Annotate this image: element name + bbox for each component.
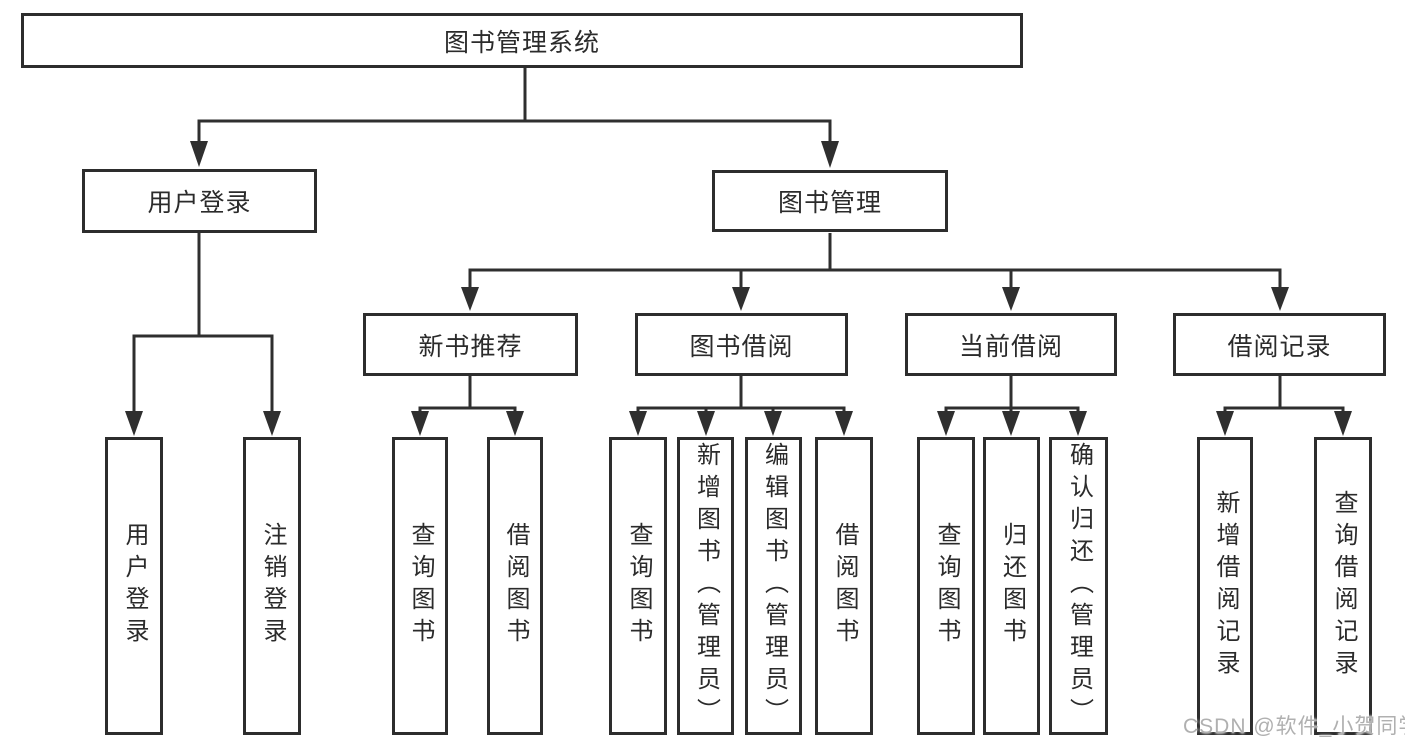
leaf-query-books-recommend: 查询图书 (392, 437, 448, 735)
leaf-user-login: 用户登录 (105, 437, 163, 735)
leaf-add-borrow-record: 新增借阅记录 (1197, 437, 1253, 735)
node-book-borrow: 图书借阅 (635, 313, 848, 376)
leaf-query-borrow-record: 查询借阅记录 (1314, 437, 1372, 735)
node-new-book-recommend: 新书推荐 (363, 313, 578, 376)
leaf-return-book: 归还图书 (983, 437, 1040, 735)
leaf-logout: 注销登录 (243, 437, 301, 735)
leaf-add-book-admin: 新增图书（管理员） (677, 437, 734, 735)
leaf-query-books-current: 查询图书 (917, 437, 975, 735)
leaf-edit-book-admin: 编辑图书（管理员） (745, 437, 802, 735)
leaf-borrow-books-recommend: 借阅图书 (487, 437, 543, 735)
node-current-borrow: 当前借阅 (905, 313, 1117, 376)
node-root: 图书管理系统 (21, 13, 1023, 68)
node-book-management-branch: 图书管理 (712, 170, 948, 232)
csdn-watermark: CSDN @软件_小贺同学 (1183, 715, 1405, 738)
leaf-confirm-return-admin: 确认归还（管理员） (1049, 437, 1108, 735)
node-user-login-branch: 用户登录 (82, 169, 317, 233)
leaf-borrow-books-borrow: 借阅图书 (815, 437, 873, 735)
leaf-query-books-borrow: 查询图书 (609, 437, 667, 735)
node-borrow-records: 借阅记录 (1173, 313, 1386, 376)
